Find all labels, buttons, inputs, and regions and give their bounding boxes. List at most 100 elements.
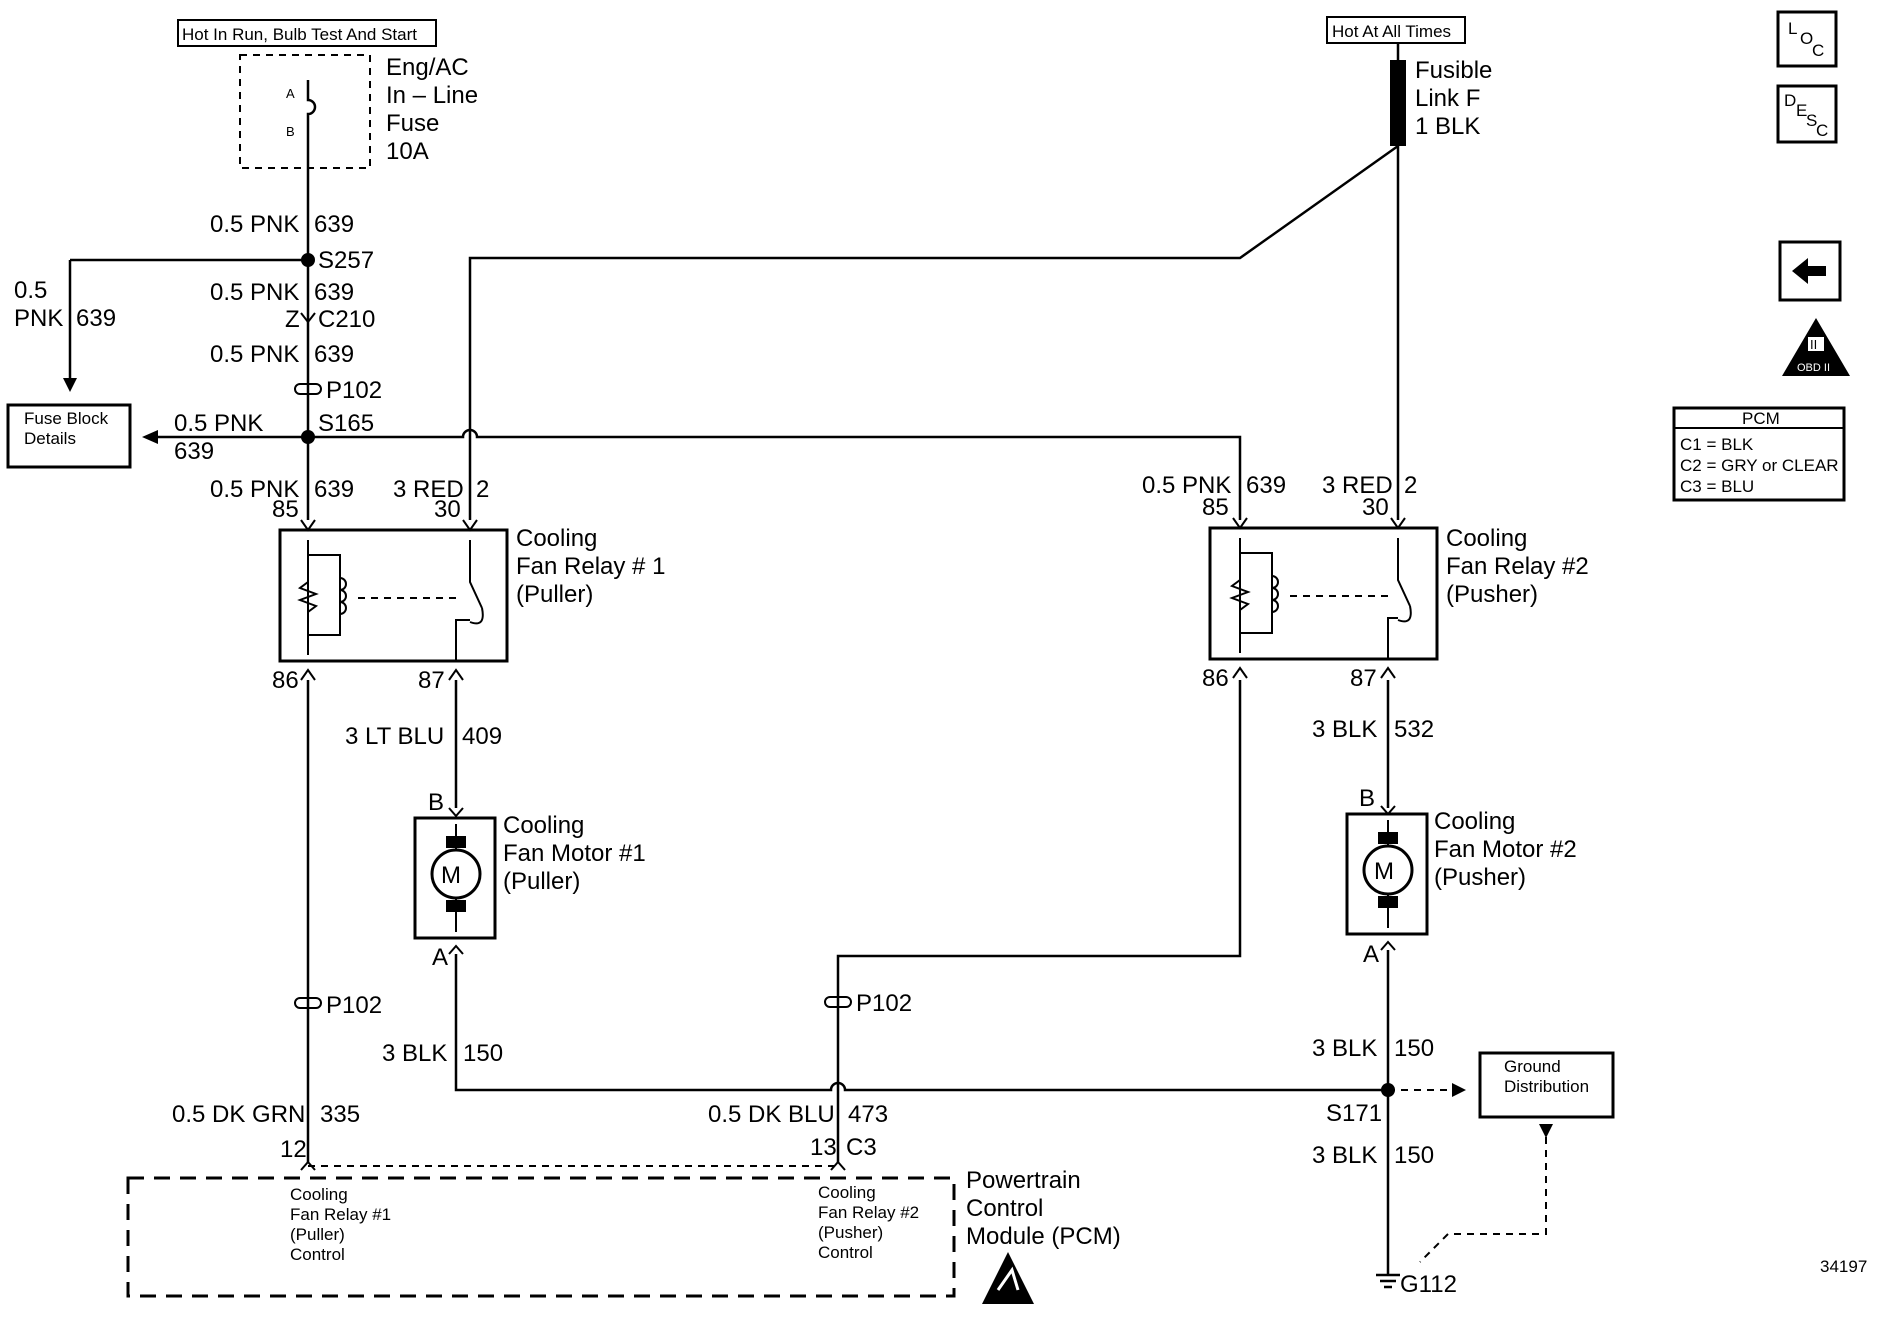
- relay2-name-2: Fan Relay #2: [1446, 553, 1589, 580]
- motor2-m: M: [1374, 858, 1394, 885]
- fuse-block-box: [6, 403, 132, 469]
- fusible-2: Link F: [1415, 85, 1480, 112]
- relay1-name-3: (Puller): [516, 581, 593, 608]
- wire-label-blk150c: 3 BLK: [1312, 1142, 1377, 1169]
- fuse-name-2: In – Line: [386, 82, 478, 109]
- motor1-m: M: [441, 862, 461, 889]
- g112-label: G112: [1400, 1271, 1457, 1298]
- relay1-pin85: 85: [272, 496, 299, 523]
- wire-label-w4n: 639: [314, 476, 354, 503]
- pcm-legend-line-1: C1 = BLK: [1680, 435, 1754, 454]
- relay2-pin86-icon: [1232, 666, 1248, 679]
- relay2-pin30: 30: [1362, 494, 1389, 521]
- fuse-block-2: Details: [24, 429, 76, 448]
- ground-dist-2: Distribution: [1504, 1077, 1589, 1096]
- fuse-icon: [306, 80, 317, 168]
- wire-dk-blu: [836, 680, 1242, 1163]
- obd-ii-icon: II OBD II: [1782, 318, 1850, 376]
- figure-id: 34197: [1820, 1257, 1867, 1276]
- loc-icon-l: L: [1788, 19, 1797, 38]
- pcm-ctrl2-2: Fan Relay #2: [818, 1203, 919, 1222]
- relay1-pin86-icon: [300, 668, 316, 681]
- c210-label: C210: [318, 306, 375, 333]
- desc-icon[interactable]: D E S C: [1776, 84, 1838, 144]
- wire-label-ltblun: 409: [462, 723, 502, 750]
- wire-label-w1n: 639: [314, 211, 354, 238]
- wire-label-blk532n: 532: [1394, 716, 1434, 743]
- left-branch-b: PNK: [14, 305, 63, 332]
- wire-label-dkgrnn: 335: [320, 1101, 360, 1128]
- back-arrow-icon[interactable]: [1778, 240, 1842, 302]
- ground-dist-down-icon: [1539, 1124, 1553, 1138]
- relay2-contact: [1387, 605, 1412, 658]
- wire-label-ltblu: 3 LT BLU: [345, 723, 444, 750]
- wire-label-blk150bn: 150: [1394, 1035, 1434, 1062]
- p102-label-b: P102: [326, 992, 382, 1019]
- fuse-pin-b: B: [286, 124, 295, 139]
- cooling-fan-relay-1: [278, 519, 509, 681]
- motor1-pina: A: [432, 944, 448, 971]
- relay1-name-2: Fan Relay # 1: [516, 553, 665, 580]
- relay2-pin30-icon: [1390, 517, 1406, 530]
- relay1-pin87-icon: [448, 668, 464, 681]
- relay1-name-1: Cooling: [516, 525, 597, 552]
- splice-s171-label: S171: [1326, 1100, 1382, 1127]
- pcm-ctrl1-2: Fan Relay #1: [290, 1205, 391, 1224]
- s165-wire-n: 639: [174, 438, 214, 465]
- p102-label-c: P102: [856, 990, 912, 1017]
- pcm-pin13-icon: [830, 1160, 846, 1171]
- ground-dist-1: Ground: [1504, 1057, 1561, 1076]
- wire-label-red1n: 2: [476, 476, 489, 503]
- c210-connector-icon: [300, 312, 316, 324]
- p102-label-a: P102: [326, 377, 382, 404]
- cooling-fan-motor-1: [413, 807, 497, 955]
- wire-label-dkblun: 473: [848, 1101, 888, 1128]
- wire-label-w3: 0.5 PNK: [210, 341, 299, 368]
- motor2-brush-top: [1378, 832, 1398, 844]
- c210-z: Z: [285, 306, 300, 333]
- obd-ii-mark: II: [1810, 337, 1817, 352]
- pcm-dashed-box: [126, 1176, 956, 1298]
- source-label: Hot In Run, Bulb Test And Start: [182, 25, 417, 44]
- fuse-dashed-box: [239, 54, 371, 169]
- hot-all-times: Hot At All Times: [1332, 22, 1451, 41]
- pcm-pin12: 12: [280, 1136, 307, 1163]
- loc-icon-c: C: [1812, 41, 1824, 60]
- relay2-name-3: (Pusher): [1446, 581, 1538, 608]
- s165-wire: 0.5 PNK: [174, 410, 263, 437]
- wire-label-blk532: 3 BLK: [1312, 716, 1377, 743]
- relay2-switch-icon: [1397, 538, 1411, 607]
- motor1-icon: [430, 848, 482, 900]
- motor2-brush-bottom: [1378, 896, 1398, 908]
- source-label-box: [177, 19, 437, 47]
- ground-dist-return: [1419, 1124, 1547, 1263]
- left-branch-n: 639: [76, 305, 116, 332]
- desc-icon-d: D: [1784, 91, 1796, 110]
- wire-label-w4: 0.5 PNK: [210, 476, 299, 503]
- splice-s165-label: S165: [318, 410, 374, 437]
- loc-icon[interactable]: L O C: [1776, 10, 1838, 68]
- arrow-left-icon: [142, 430, 158, 444]
- relay1-pin86: 86: [272, 667, 299, 694]
- obd-ii-text: OBD II: [1797, 362, 1830, 374]
- fusible-1: Fusible: [1415, 57, 1492, 84]
- relay1-coil-loop: [308, 554, 341, 636]
- arrow-down-icon: [63, 378, 77, 392]
- pcm-name-1: Powertrain: [966, 1167, 1081, 1194]
- hot-all-times-box: [1326, 16, 1466, 44]
- wire-label-red1: 3 RED: [393, 476, 464, 503]
- wire-label-blk150a: 3 BLK: [382, 1040, 447, 1067]
- relay1-coil-icon: [339, 577, 347, 615]
- relay2-name-1: Cooling: [1446, 525, 1527, 552]
- motor1-brush-bottom: [446, 900, 466, 912]
- relay2-box: [1208, 526, 1439, 661]
- relay2-pin87-icon: [1380, 666, 1396, 679]
- wire-label-w1: 0.5 PNK: [210, 211, 299, 238]
- wire-label-w5n: 639: [1246, 472, 1286, 499]
- motor1-pinb-icon: [448, 807, 464, 818]
- motor1-pinb: B: [428, 789, 444, 816]
- relay1-resistor-icon: [297, 581, 319, 613]
- left-branch-a: 0.5: [14, 277, 47, 304]
- relay2-coil-icon: [1271, 575, 1279, 613]
